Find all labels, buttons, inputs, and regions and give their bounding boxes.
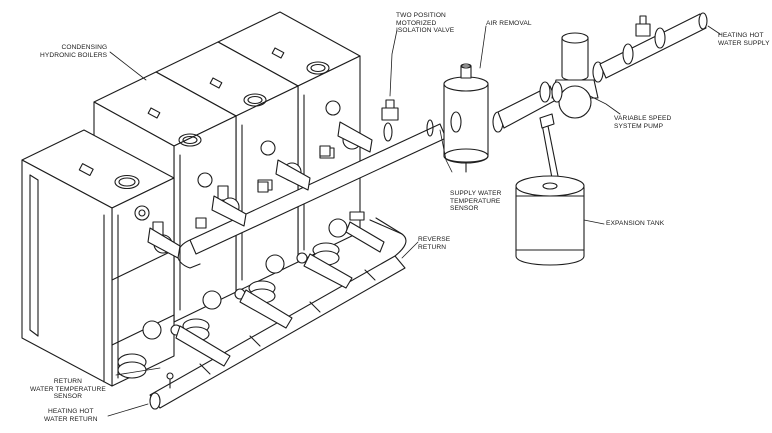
label-line: REVERSE	[418, 236, 451, 243]
label-return-temperature-sensor: RETURN WATER TEMPERATURE SENSOR	[30, 378, 106, 401]
label-line: TEMPERATURE	[450, 197, 501, 205]
label-heating-hot-water-return: HEATING HOT WATER RETURN	[44, 408, 98, 423]
label-supply-temperature-sensor: SUPPLY WATER TEMPERATURE SENSOR	[450, 190, 502, 213]
label-line: WATER SUPPLY	[718, 39, 770, 47]
label-line: TWO POSITION	[396, 12, 446, 19]
label-isolation-valve: TWO POSITION MOTORIZED ISOLATION VALVE	[396, 12, 454, 35]
air-separator	[443, 63, 504, 173]
pump-pipe	[497, 81, 561, 179]
supply-header-pipe	[147, 99, 447, 269]
expansion-tank	[515, 175, 585, 266]
label-line: RETURN	[53, 378, 82, 385]
boiler-1	[21, 129, 175, 387]
return-pipe	[149, 217, 407, 410]
boiler-bank	[21, 11, 365, 387]
label-line: HYDRONIC BOILERS	[40, 51, 108, 59]
label-expansion-tank: EXPANSION TANK	[606, 220, 664, 228]
label-line: EXPANSION TANK	[606, 220, 665, 227]
label-line: HEATING HOT	[47, 408, 94, 415]
label-line: SENSOR	[53, 393, 83, 401]
label-line: HEATING HOT	[718, 32, 764, 39]
label-line: SYSTEM PUMP	[614, 122, 664, 130]
label-line: CONDENSING	[61, 44, 108, 51]
label-line: SENSOR	[450, 205, 479, 213]
label-condensing-boilers: CONDENSING HYDRONIC BOILERS	[40, 44, 107, 59]
label-line: RETURN	[418, 243, 447, 251]
label-line: VARIABLE SPEED	[614, 115, 672, 122]
label-line: AIR REMOVAL	[486, 20, 532, 27]
label-line: WATER RETURN	[44, 415, 98, 423]
system-pump	[551, 32, 604, 119]
label-line: ISOLATION VALVE	[396, 27, 455, 35]
label-variable-speed-pump: VARIABLE SPEED SYSTEM PUMP	[614, 115, 671, 130]
label-air-removal: AIR REMOVAL	[486, 20, 532, 28]
label-heating-hot-water-supply: HEATING HOT WATER SUPPLY	[718, 32, 770, 47]
label-line: WATER TEMPERATURE	[30, 385, 106, 393]
label-line: SUPPLY WATER	[450, 190, 502, 197]
supply-outlet-pipe	[599, 12, 708, 79]
label-line: MOTORIZED	[396, 19, 437, 27]
leader-lines	[107, 25, 721, 417]
label-reverse-return: REVERSE RETURN	[418, 236, 450, 251]
